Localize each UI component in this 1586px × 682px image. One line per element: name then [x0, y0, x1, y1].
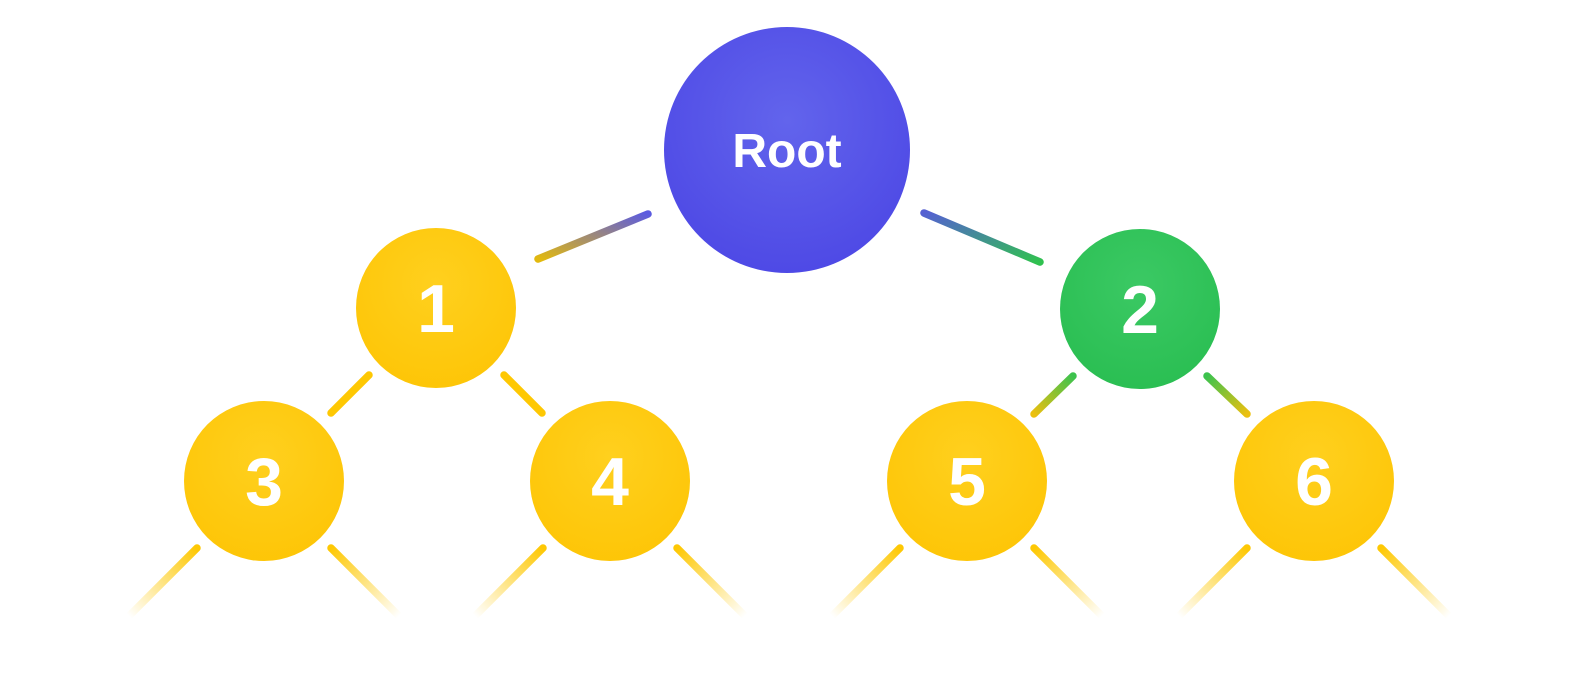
- edge-root-to-2: [920, 209, 1044, 266]
- edge-4-hidden-left: [471, 544, 547, 620]
- node-root-label: Root: [732, 125, 841, 178]
- edge-4-hidden-right: [673, 544, 749, 620]
- node-1-circle: [356, 228, 516, 388]
- node-6-label: 6: [1295, 444, 1333, 520]
- edge-1-to-4: [500, 371, 546, 417]
- node-6-circle: [1234, 401, 1394, 561]
- node-3[interactable]: 3: [184, 401, 344, 561]
- node-5-circle: [887, 401, 1047, 561]
- edge-2-to-6: [1203, 372, 1251, 418]
- edge-6-hidden-left: [1175, 544, 1251, 620]
- node-5[interactable]: 5: [887, 401, 1047, 561]
- node-root[interactable]: Root: [664, 27, 910, 273]
- node-4[interactable]: 4: [530, 401, 690, 561]
- node-1-label: 1: [417, 271, 455, 347]
- node-6[interactable]: 6: [1234, 401, 1394, 561]
- node-4-label: 4: [591, 444, 629, 520]
- edge-3-hidden-left: [125, 544, 201, 620]
- node-5-label: 5: [948, 444, 986, 520]
- node-3-circle: [184, 401, 344, 561]
- edge-root-to-1: [534, 210, 652, 263]
- node-2[interactable]: 2: [1060, 229, 1220, 389]
- edge-6-hidden-right: [1377, 544, 1453, 620]
- edge-1-to-3: [327, 371, 373, 417]
- edge-5-hidden-left: [828, 544, 904, 620]
- edge-5-hidden-right: [1030, 544, 1106, 620]
- node-1[interactable]: 1: [356, 228, 516, 388]
- node-root-circle: [664, 27, 910, 273]
- node-4-circle: [530, 401, 690, 561]
- node-3-label: 3: [245, 444, 283, 520]
- node-2-label: 2: [1121, 272, 1159, 348]
- node-2-circle: [1060, 229, 1220, 389]
- edge-3-hidden-right: [327, 544, 403, 620]
- edge-2-to-5: [1030, 372, 1077, 418]
